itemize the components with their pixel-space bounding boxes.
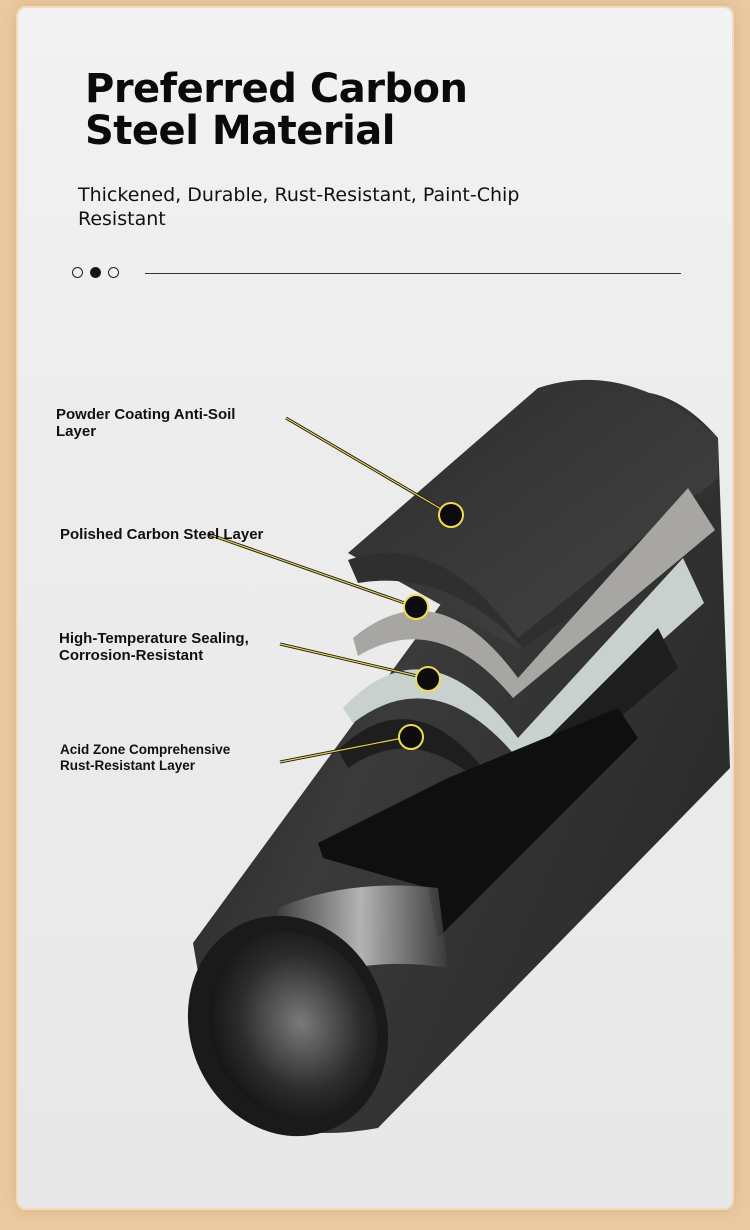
cutaway-window [318,708,638,938]
carousel-dot-1[interactable] [72,267,83,278]
page-title: Preferred Carbon Steel Material [85,66,468,154]
polished-steel-layer [353,488,715,698]
carousel-dot-2[interactable] [90,267,101,278]
marker-2 [403,594,429,620]
carousel-indicator [72,267,119,278]
header-divider [145,273,681,274]
tube-opening [208,931,378,1121]
callout-polished-steel: Polished Carbon Steel Layer [60,526,264,543]
steel-tube-layers-illustration [187,379,730,1137]
marker-4 [398,724,424,750]
product-panel: Preferred Carbon Steel Material Thickene… [18,8,732,1208]
page-subtitle: Thickened, Durable, Rust-Resistant, Pain… [78,184,520,230]
marker-1 [438,502,464,528]
callout-rust-resistant: Acid Zone Comprehensive Rust-Resistant L… [60,742,231,773]
callout-sealing: High-Temperature Sealing, Corrosion-Resi… [59,630,249,664]
carousel-dot-3[interactable] [108,267,119,278]
marker-3 [415,666,441,692]
callout-powder-coating: Powder Coating Anti-Soil Layer [56,406,236,440]
